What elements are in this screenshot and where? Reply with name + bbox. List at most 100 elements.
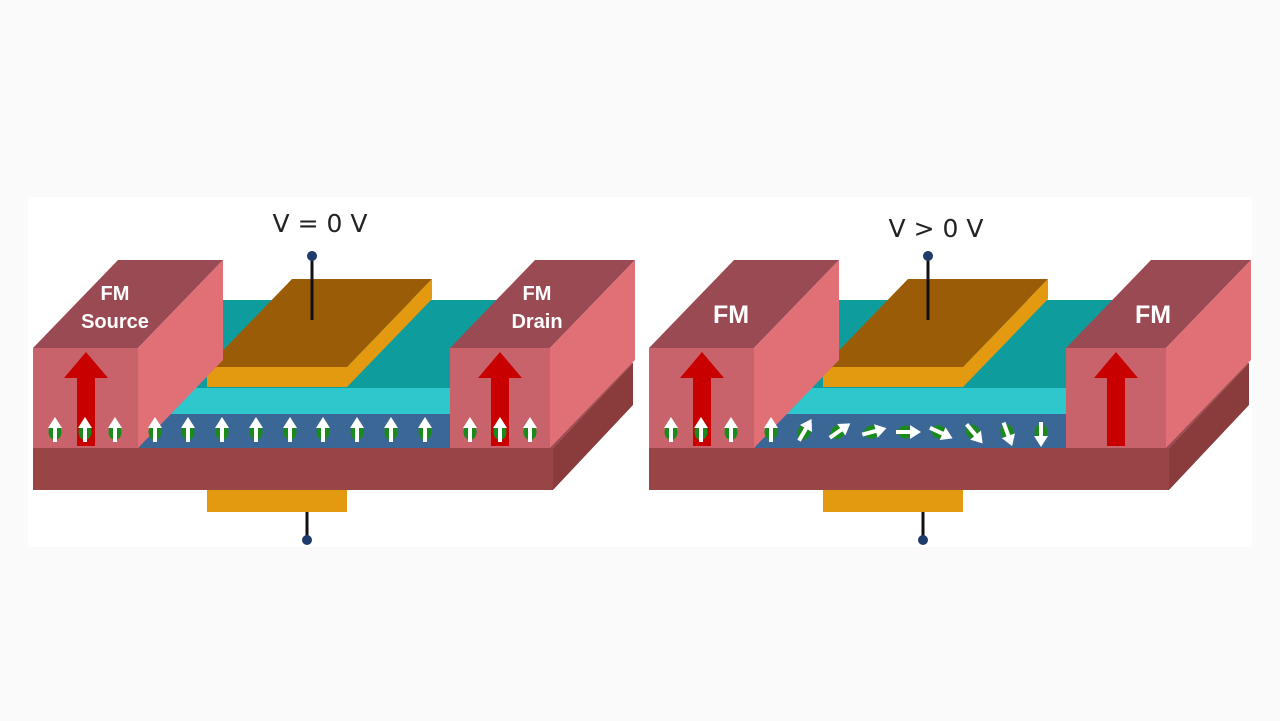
spin-shaft	[498, 427, 502, 442]
top-gate-front	[823, 367, 963, 387]
spin-arrow	[896, 425, 921, 439]
magnetization-arrow	[64, 352, 108, 446]
fm-label: Source	[81, 311, 149, 333]
voltage-label: V = 0 V	[273, 209, 368, 238]
top-gate	[207, 279, 432, 387]
spin-shaft	[965, 423, 978, 438]
spin-shaft	[113, 427, 117, 442]
magnetization-arrow	[478, 352, 522, 446]
spin-arrow	[350, 417, 364, 442]
spin-arrow	[78, 417, 92, 442]
spin-arrow	[929, 425, 953, 441]
substrate-side	[1169, 363, 1249, 490]
spin-arrow	[664, 417, 678, 442]
spin-shaft	[423, 427, 427, 442]
spin-shaft	[389, 427, 393, 442]
spin-arrow	[764, 417, 778, 442]
spin-head	[1001, 433, 1015, 447]
spin-arrow	[965, 423, 983, 444]
top-gate-terminal	[307, 251, 317, 261]
spin-arrow	[384, 417, 398, 442]
spin-shaft	[896, 430, 911, 434]
spin-arrow	[493, 417, 507, 442]
substrate-front	[33, 448, 553, 490]
spin-shaft	[1001, 421, 1011, 438]
spin-arrow	[463, 417, 477, 442]
spin-shaft	[83, 427, 87, 442]
right-fm-contact-side	[1166, 260, 1251, 448]
right-fm-contact-top	[450, 260, 635, 348]
spin-head	[837, 423, 851, 436]
spin-arrow	[215, 417, 229, 442]
spin-head	[78, 417, 92, 428]
spin-head	[350, 417, 364, 428]
spin-head	[694, 417, 708, 428]
spin-shaft	[797, 426, 809, 442]
spin-shaft	[669, 427, 673, 442]
spin-shaft	[254, 427, 258, 442]
spin-head	[874, 424, 887, 438]
substrate-side	[553, 363, 633, 490]
substrate-front	[649, 448, 1169, 490]
top-gate-side	[347, 279, 432, 387]
spin-shaft	[220, 427, 224, 442]
spin-arrow	[249, 417, 263, 442]
fm-label: FM	[1135, 301, 1171, 329]
spin-arrow	[48, 417, 62, 442]
top-gate-top	[823, 279, 1048, 367]
spin-arrow	[797, 419, 813, 442]
spin-head	[764, 417, 778, 428]
left-fm-contact-side	[754, 260, 839, 448]
left-fm-contact-top	[649, 260, 839, 348]
top-gate-top	[207, 279, 432, 367]
spin-head	[939, 427, 953, 441]
spin-arrow	[1034, 422, 1048, 447]
spin-head	[181, 417, 195, 428]
spin-head	[249, 417, 263, 428]
left-fm-contact-side	[138, 260, 223, 448]
top-gate-side	[963, 279, 1048, 387]
spin-head	[799, 419, 813, 433]
spin-arrow	[283, 417, 297, 442]
spin-shaft	[321, 427, 325, 442]
spin-arrow	[108, 417, 122, 442]
spin-head	[148, 417, 162, 428]
spin-shaft	[528, 427, 532, 442]
spin-head	[664, 417, 678, 428]
spin-head	[463, 417, 477, 428]
spin-head	[1034, 436, 1048, 447]
spin-shaft	[53, 427, 57, 442]
spin-arrow	[181, 417, 195, 442]
spin-head	[910, 425, 921, 439]
spin-arrow	[418, 417, 432, 442]
spin-arrow	[828, 423, 851, 440]
spin-arrow	[724, 417, 738, 442]
magnetization-arrow	[1094, 352, 1138, 446]
left-fm-contact-top	[33, 260, 223, 348]
spin-arrow	[1000, 421, 1015, 447]
spin-shaft	[769, 427, 773, 442]
spin-shaft	[861, 428, 878, 437]
spin-shaft	[186, 427, 190, 442]
top-gate-terminal	[923, 251, 933, 261]
spin-head	[48, 417, 62, 428]
spin-head	[215, 417, 229, 428]
right-fm-contact-side	[550, 260, 635, 448]
spin-shaft	[828, 427, 844, 440]
bottom-gate	[823, 490, 963, 512]
spin-arrow	[861, 424, 887, 439]
spin-shaft	[699, 427, 703, 442]
channel-front	[140, 388, 450, 414]
channel-front	[756, 388, 1066, 414]
spin-head	[283, 417, 297, 428]
spin-head	[316, 417, 330, 428]
spin-shaft	[1039, 422, 1043, 437]
spin-arrow	[148, 417, 162, 442]
spin-head	[384, 417, 398, 428]
spin-head	[724, 417, 738, 428]
right-fm-contact-top	[1066, 260, 1251, 348]
fm-label: FM	[713, 301, 749, 329]
fm-label: Drain	[511, 311, 562, 333]
